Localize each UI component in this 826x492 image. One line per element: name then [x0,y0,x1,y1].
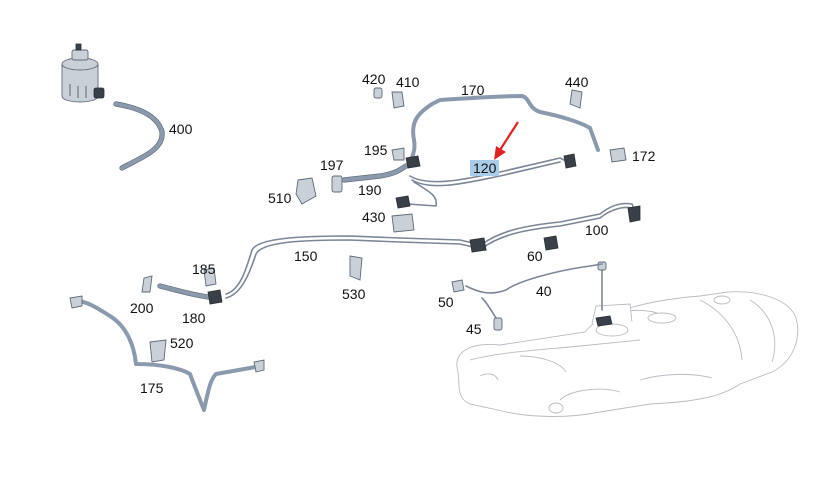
callout-420[interactable]: 420 [362,71,386,87]
callout-100[interactable]: 100 [585,222,609,238]
callout-120[interactable]: 120 [470,160,500,176]
charcoal-canister [61,43,105,103]
callout-200[interactable]: 200 [130,300,154,316]
callout-520[interactable]: 520 [170,335,194,351]
callout-60[interactable]: 60 [527,248,543,264]
callout-430[interactable]: 430 [362,209,386,225]
callout-172[interactable]: 172 [632,148,656,164]
callout-400[interactable]: 400 [169,121,193,137]
callout-197[interactable]: 197 [320,157,344,173]
callout-170[interactable]: 170 [461,82,485,98]
callout-40[interactable]: 40 [536,283,552,299]
callout-185[interactable]: 185 [192,261,216,277]
callout-530[interactable]: 530 [342,286,366,302]
callout-175[interactable]: 175 [140,380,164,396]
callout-180[interactable]: 180 [182,310,206,326]
callout-50[interactable]: 50 [438,294,454,310]
callout-410[interactable]: 410 [396,74,420,90]
highlight-arrow [494,121,519,160]
callout-440[interactable]: 440 [565,74,589,90]
callout-510[interactable]: 510 [268,190,292,206]
callout-150[interactable]: 150 [294,248,318,264]
callout-45[interactable]: 45 [466,321,482,337]
small-parts [69,87,641,373]
fuel-tank [456,291,799,417]
callout-190[interactable]: 190 [358,182,382,198]
callout-195[interactable]: 195 [364,142,388,158]
